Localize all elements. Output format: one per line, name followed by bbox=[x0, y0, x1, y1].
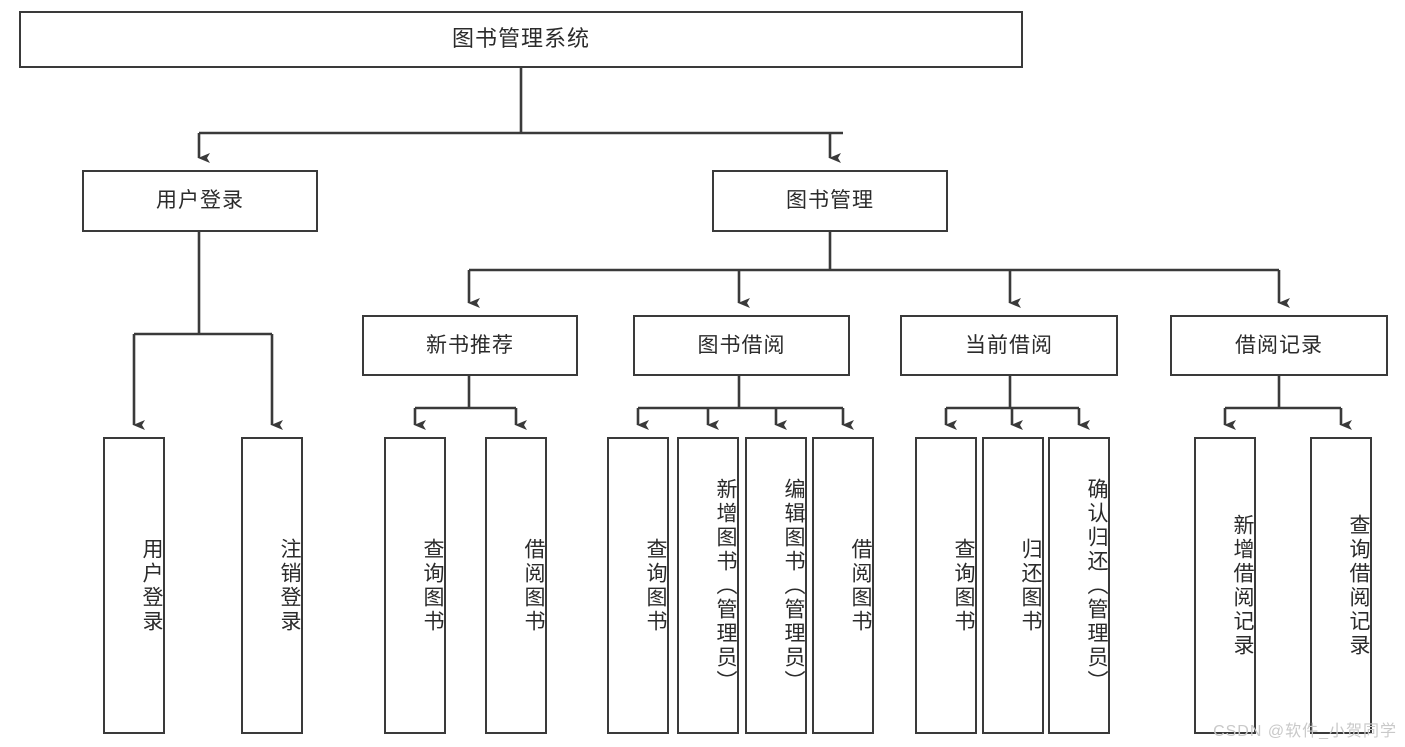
node-new-book-recommend[interactable]: 新书推荐 bbox=[362, 315, 578, 376]
node-root[interactable]: 图书管理系统 bbox=[19, 11, 1023, 68]
csdn-watermark: CSDN @软件_小贺同学 bbox=[1213, 723, 1397, 740]
node-leaf-borrow-book-2[interactable]: 借阅图书 bbox=[812, 437, 874, 734]
node-borrow-record[interactable]: 借阅记录 bbox=[1170, 315, 1388, 376]
node-book-manage[interactable]: 图书管理 bbox=[712, 170, 948, 232]
node-leaf-add-book[interactable]: 新增图书（管理员） bbox=[677, 437, 739, 734]
node-leaf-borrow-book-1[interactable]: 借阅图书 bbox=[485, 437, 547, 734]
node-leaf-return-book[interactable]: 归还图书 bbox=[982, 437, 1044, 734]
node-user-login[interactable]: 用户登录 bbox=[82, 170, 318, 232]
node-leaf-query-book-1[interactable]: 查询图书 bbox=[384, 437, 446, 734]
node-leaf-user-login[interactable]: 用户登录 bbox=[103, 437, 165, 734]
node-leaf-query-book-2[interactable]: 查询图书 bbox=[607, 437, 669, 734]
node-current-borrow[interactable]: 当前借阅 bbox=[900, 315, 1118, 376]
node-leaf-query-record[interactable]: 查询借阅记录 bbox=[1310, 437, 1372, 734]
node-leaf-user-logout[interactable]: 注销登录 bbox=[241, 437, 303, 734]
node-leaf-edit-book[interactable]: 编辑图书（管理员） bbox=[745, 437, 807, 734]
node-leaf-confirm-return[interactable]: 确认归还（管理员） bbox=[1048, 437, 1110, 734]
node-book-borrow[interactable]: 图书借阅 bbox=[633, 315, 850, 376]
node-leaf-query-book-3[interactable]: 查询图书 bbox=[915, 437, 977, 734]
node-leaf-add-record[interactable]: 新增借阅记录 bbox=[1194, 437, 1256, 734]
